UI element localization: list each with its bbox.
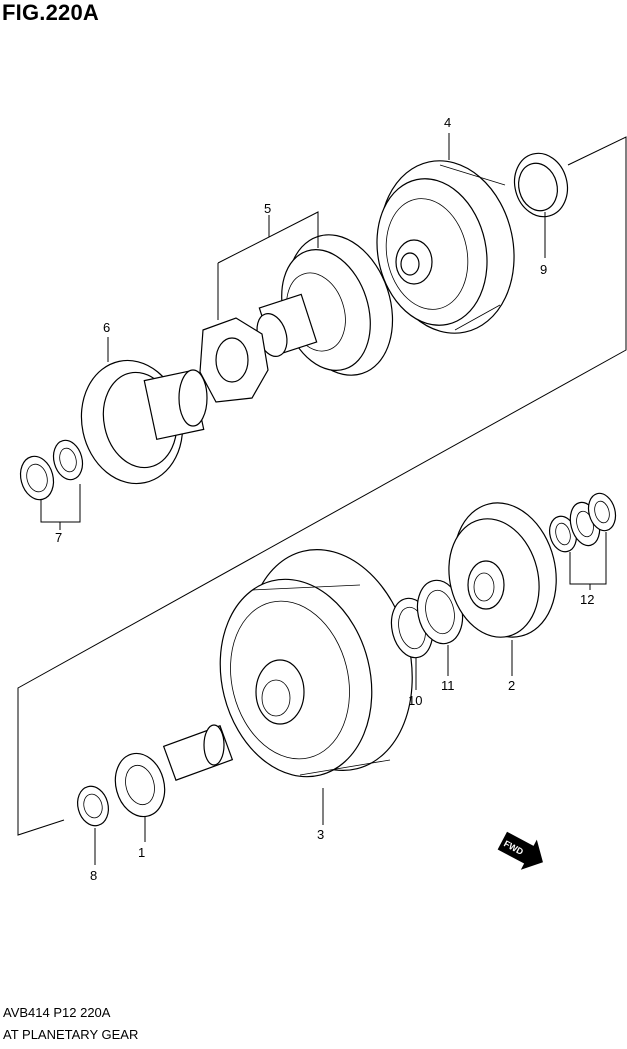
callout-7: 7 [55, 530, 62, 545]
callout-labels: 1 2 3 4 5 6 7 8 9 10 11 12 [55, 115, 594, 883]
callout-6: 6 [103, 320, 110, 335]
callout-5: 5 [264, 201, 271, 216]
callout-1: 1 [138, 845, 145, 860]
part-4-carrier-drum[interactable] [364, 148, 530, 346]
part-8-washer[interactable] [73, 783, 112, 829]
part-6-gear-drum[interactable] [70, 351, 208, 493]
figure-code: AVB414 P12 220A [3, 1005, 111, 1020]
part-7-bearing-washer[interactable] [16, 437, 87, 503]
part-12-washer-bearing-set[interactable] [546, 490, 620, 554]
callout-9: 9 [540, 262, 547, 277]
assembly-outline [17, 136, 627, 836]
callout-3: 3 [317, 827, 324, 842]
part-2-planetary-carrier[interactable] [437, 492, 570, 648]
callout-8: 8 [90, 868, 97, 883]
callout-4: 4 [444, 115, 451, 130]
callout-11: 11 [441, 678, 455, 693]
callout-12: 12 [580, 592, 594, 607]
part-5-hub-assembly[interactable] [199, 221, 410, 403]
part-1-pinion-shaft[interactable] [109, 724, 234, 822]
callout-10: 10 [408, 693, 422, 708]
callout-2: 2 [508, 678, 515, 693]
leader-lines [40, 133, 607, 865]
fwd-arrow-icon: FWD [497, 831, 543, 870]
figure-name: AT PLANETARY GEAR [3, 1027, 139, 1042]
figure-title: FIG.220A [2, 0, 99, 25]
part-9-ring[interactable] [508, 147, 575, 222]
part-3-ring-gear-drum[interactable] [200, 532, 435, 793]
